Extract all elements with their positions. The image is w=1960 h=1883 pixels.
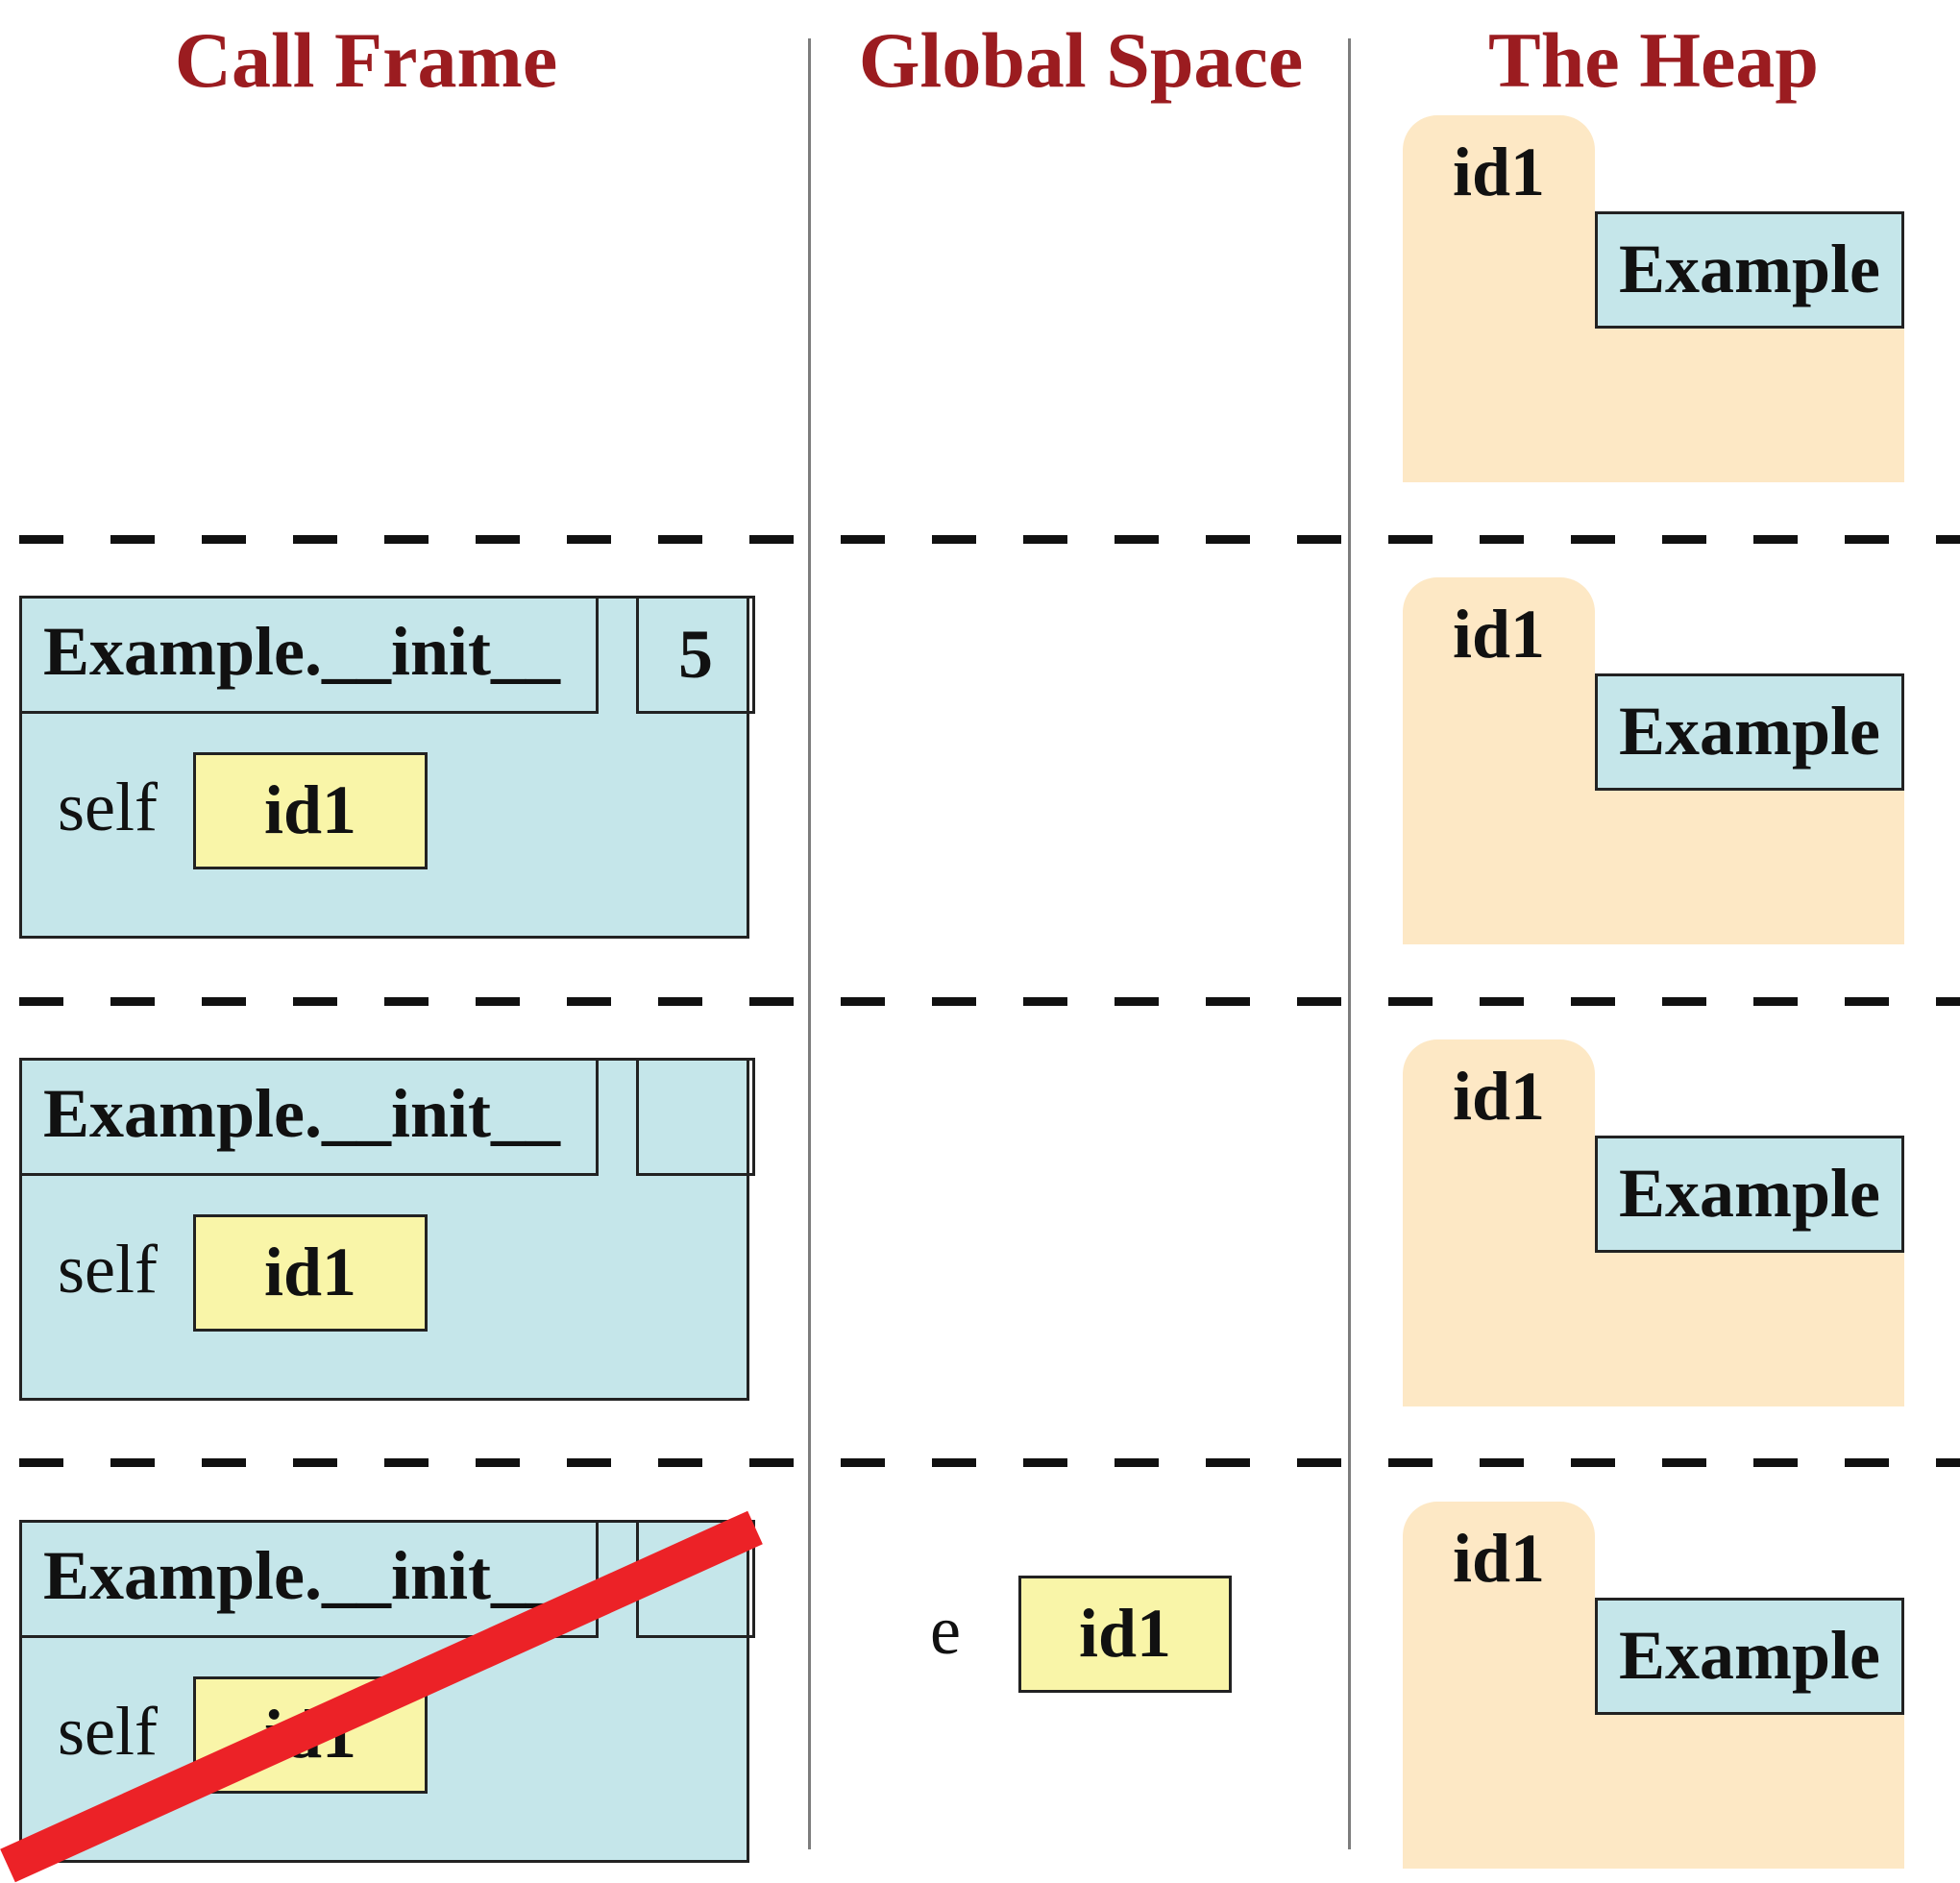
global-variable-name-e: e <box>930 1592 961 1669</box>
frame-title: Example.__init__ <box>19 1520 599 1638</box>
frame-name: Example.__init__ <box>43 1537 561 1614</box>
class-box: Example <box>1595 211 1904 329</box>
call-frame-step3: Example.__init__ self id1 <box>19 1058 755 1401</box>
folder-id: id1 <box>1453 1520 1546 1597</box>
variable-box-self: id1 <box>193 752 428 869</box>
frame-title: Example.__init__ <box>19 1058 599 1176</box>
header-call-frame: Call Frame <box>174 16 558 104</box>
step-divider-3 <box>19 1458 1960 1467</box>
frame-name: Example.__init__ <box>43 1075 561 1152</box>
heap-folder-step2: id1 Example <box>1403 577 1904 944</box>
column-divider-1 <box>808 38 811 1849</box>
class-box: Example <box>1595 1598 1904 1715</box>
header-global-space: Global Space <box>858 16 1304 104</box>
frame-title: Example.__init__ <box>19 596 599 714</box>
variable-name-self: self <box>58 1693 158 1770</box>
header-heap: The Heap <box>1488 16 1819 104</box>
variable-box-self: id1 <box>193 1214 428 1332</box>
class-box: Example <box>1595 1136 1904 1253</box>
heap-folder-step1: id1 Example <box>1403 115 1904 482</box>
column-divider-2 <box>1348 38 1351 1849</box>
step-divider-2 <box>19 997 1960 1006</box>
global-variable-box-e: id1 <box>1018 1576 1232 1693</box>
folder-id: id1 <box>1453 1058 1546 1135</box>
strike-line <box>0 1510 763 1883</box>
step-divider-1 <box>19 535 1960 544</box>
class-box: Example <box>1595 673 1904 791</box>
folder-id: id1 <box>1453 596 1546 672</box>
frame-counter <box>636 1058 755 1176</box>
variable-name-self: self <box>58 769 158 845</box>
heap-folder-step3: id1 Example <box>1403 1039 1904 1406</box>
heap-folder-step4: id1 Example <box>1403 1502 1904 1869</box>
variable-name-self: self <box>58 1231 158 1308</box>
folder-id: id1 <box>1453 134 1546 210</box>
call-frame-step2: Example.__init__ 5 self id1 <box>19 596 755 939</box>
frame-counter: 5 <box>636 596 755 714</box>
frame-name: Example.__init__ <box>43 613 561 690</box>
